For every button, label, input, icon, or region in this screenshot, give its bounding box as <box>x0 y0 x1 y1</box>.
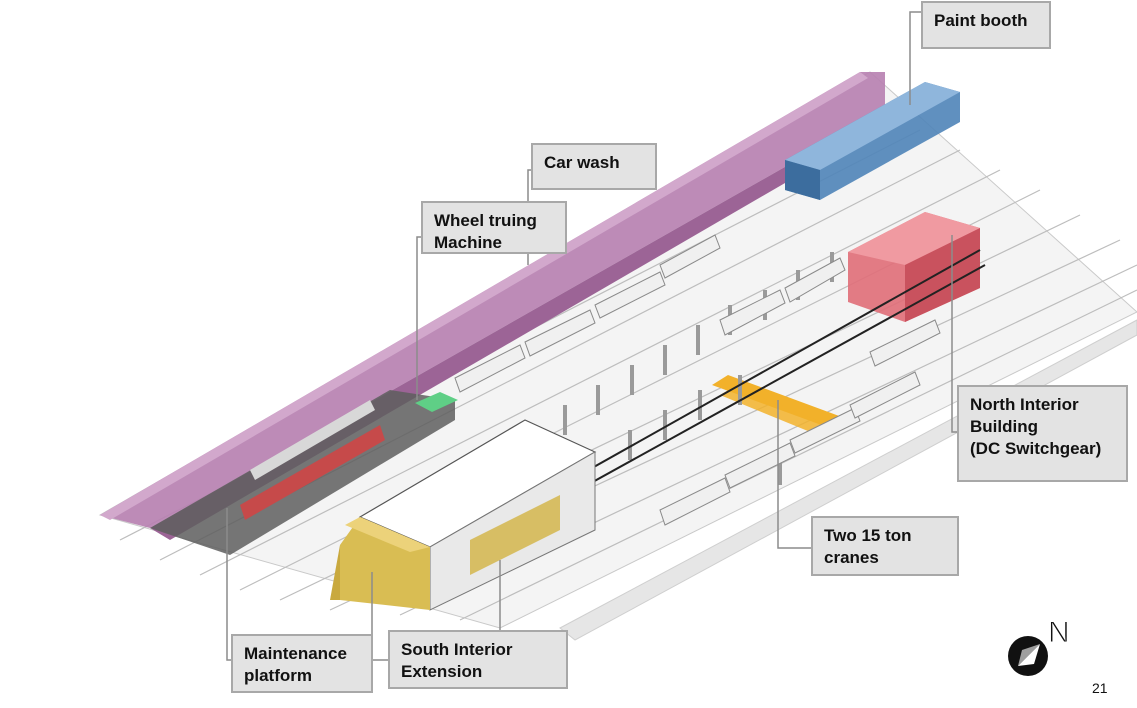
maintenance-platform-callout: Maintenance platform <box>231 634 373 693</box>
north-interior-callout: North Interior Building (DC Switchgear) <box>957 385 1128 482</box>
cranes-callout: Two 15 ton cranes <box>811 516 959 576</box>
south-interior-building <box>330 517 430 610</box>
overhead-cranes <box>712 375 850 438</box>
wheel-truing-pad <box>415 392 458 412</box>
north-label: N <box>1048 616 1070 649</box>
wheel-truing-callout: Wheel truing Machine <box>421 201 567 254</box>
south-interior-callout: South Interior Extension <box>388 630 568 689</box>
paint-booth-building <box>785 82 960 200</box>
maintenance-train-cars <box>240 400 385 520</box>
page-number: 21 <box>1092 680 1108 696</box>
car-wash-callout: Car wash <box>531 143 657 190</box>
rail-cars <box>454 234 941 526</box>
central-white-building <box>358 419 597 611</box>
paint-booth-callout: Paint booth <box>921 1 1051 49</box>
north-arrow-icon: N <box>1004 616 1084 691</box>
